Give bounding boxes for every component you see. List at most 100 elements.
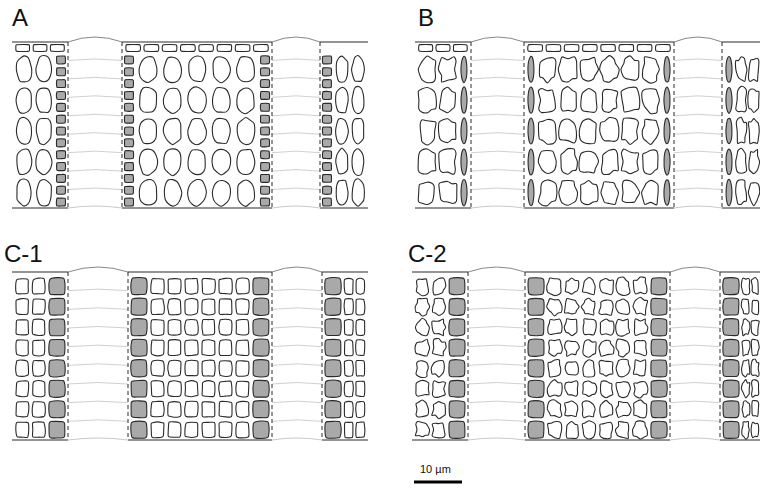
cell: [736, 117, 746, 143]
cell: [131, 278, 147, 295]
cell: [36, 118, 51, 144]
cell: [336, 180, 348, 205]
cell: [32, 278, 45, 294]
cell: [124, 68, 133, 76]
cell: [736, 180, 747, 205]
cell: [125, 80, 134, 88]
cell: [219, 278, 232, 294]
cell: [726, 56, 732, 82]
cell: [336, 56, 348, 82]
cell: [125, 139, 134, 147]
cell: [356, 278, 365, 294]
cell: [356, 381, 365, 396]
cell: [219, 401, 232, 417]
panel-label: A: [12, 6, 28, 30]
cell: [416, 361, 428, 378]
cell: [202, 381, 215, 397]
cell: [752, 401, 759, 417]
cell: [49, 401, 65, 418]
cell: [643, 57, 660, 83]
cell: [616, 277, 630, 295]
cell: [336, 148, 348, 174]
cell: [212, 118, 230, 143]
cell: [548, 360, 561, 377]
cell: [168, 360, 181, 376]
cell: [352, 86, 364, 113]
cell: [561, 148, 578, 174]
cell: [420, 120, 436, 145]
cell: [16, 381, 29, 397]
cell: [449, 278, 465, 295]
cell: [664, 87, 670, 113]
cell: [238, 180, 255, 206]
cell: [57, 186, 66, 194]
cell: [356, 422, 365, 438]
cell: [185, 340, 198, 356]
panel-B: [415, 37, 760, 208]
cell: [188, 87, 207, 113]
cell: [202, 279, 215, 295]
cell: [748, 119, 759, 144]
cell: [212, 88, 230, 113]
cell: [212, 181, 230, 207]
cell: [131, 401, 147, 418]
cell: [583, 45, 597, 52]
cell: [637, 45, 652, 52]
cell: [202, 299, 215, 315]
cell: [415, 318, 429, 335]
cell: [356, 299, 365, 315]
cell: [651, 401, 667, 418]
cell: [323, 186, 332, 194]
cell: [124, 186, 133, 194]
cell: [549, 339, 563, 356]
cell: [151, 279, 164, 294]
cell: [322, 80, 331, 88]
cell: [664, 56, 670, 82]
cell: [752, 380, 759, 397]
cell: [634, 319, 647, 336]
cell: [164, 149, 181, 176]
cell: [651, 421, 667, 438]
cell: [616, 401, 631, 417]
cell: [438, 57, 456, 82]
cell: [461, 56, 467, 82]
cell: [581, 180, 598, 204]
cell: [322, 174, 331, 182]
cell: [581, 298, 595, 315]
cell: [139, 180, 156, 205]
cell: [528, 298, 544, 315]
cell: [260, 198, 269, 206]
cell: [461, 87, 467, 113]
cell: [131, 319, 147, 336]
cell: [579, 119, 596, 144]
cell: [325, 319, 341, 336]
cell: [651, 380, 667, 397]
cell: [124, 198, 133, 206]
cell: [261, 56, 270, 64]
cell: [144, 45, 159, 52]
cell: [356, 319, 365, 335]
cell: [748, 183, 759, 206]
cell: [642, 89, 659, 114]
cell: [600, 279, 614, 295]
cell: [752, 300, 759, 314]
cell: [439, 181, 457, 203]
cell: [219, 319, 232, 335]
cell: [622, 180, 639, 202]
cell: [616, 319, 630, 336]
cell: [547, 380, 562, 397]
cell: [253, 298, 269, 315]
cell: [651, 278, 667, 295]
cell: [140, 87, 157, 112]
cell: [633, 421, 648, 439]
cell: [723, 339, 739, 356]
cell: [651, 298, 667, 315]
cell: [416, 380, 429, 396]
cell: [49, 298, 65, 315]
cell: [125, 162, 134, 170]
cell: [538, 151, 556, 174]
cell: [582, 278, 595, 295]
cell: [219, 299, 232, 315]
panel-C2: [412, 267, 760, 440]
cell: [124, 115, 133, 123]
